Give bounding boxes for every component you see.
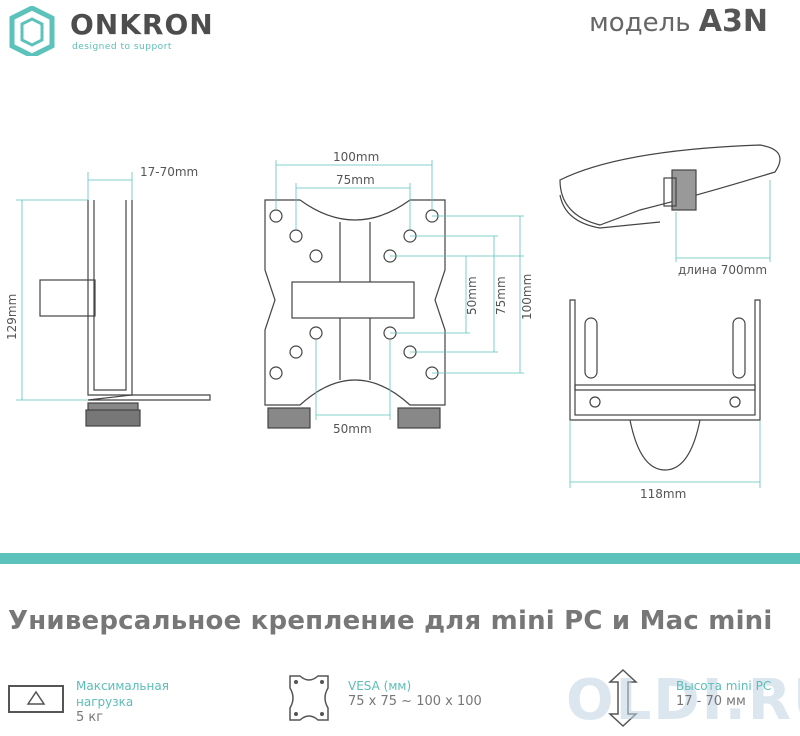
brand-tagline: designed to support — [72, 42, 172, 52]
vesa-plate-icon — [289, 675, 329, 721]
accent-band — [0, 553, 800, 564]
dim-front-inner: 75mm — [336, 173, 375, 187]
front-view — [264, 199, 446, 429]
spec-vesa: VESA (мм) 75 x 75 ~ 100 x 100 — [348, 679, 482, 709]
model-prefix: модель — [589, 8, 691, 38]
scale-icon — [8, 685, 64, 713]
onkron-logo-icon — [9, 6, 55, 56]
dim-front-bottom: 50mm — [333, 422, 372, 436]
bracket-view — [569, 299, 761, 471]
dim-front-75: 75mm — [494, 276, 508, 315]
height-arrow-icon — [608, 668, 638, 728]
model-name: A3N — [698, 4, 768, 39]
model-label: модель A3N — [589, 4, 768, 39]
brand-name: ONKRON — [70, 8, 214, 41]
side-view — [39, 200, 211, 427]
dim-strap-length: длина 700mm — [678, 263, 767, 277]
spec-height: Высота mini PC 17 - 70 мм — [676, 679, 772, 709]
dim-front-100: 100mm — [520, 274, 534, 320]
dim-front-outer: 100mm — [333, 150, 379, 164]
strap-view — [559, 144, 781, 229]
product-title: Универсальное крепление для mini PC и Ma… — [8, 606, 773, 636]
dim-front-50: 50mm — [465, 276, 479, 315]
watermark: OLDI.RU — [566, 668, 800, 733]
dim-side-gap: 17-70mm — [140, 165, 198, 179]
dim-bracket-width: 118mm — [640, 487, 686, 501]
dim-side-height: 129mm — [5, 294, 19, 340]
spec-load: Максимальная нагрузка 5 кг — [76, 679, 169, 725]
technical-drawing: 17-70mm 129mm 100mm 75mm 50mm 75mm 100mm… — [5, 144, 781, 501]
